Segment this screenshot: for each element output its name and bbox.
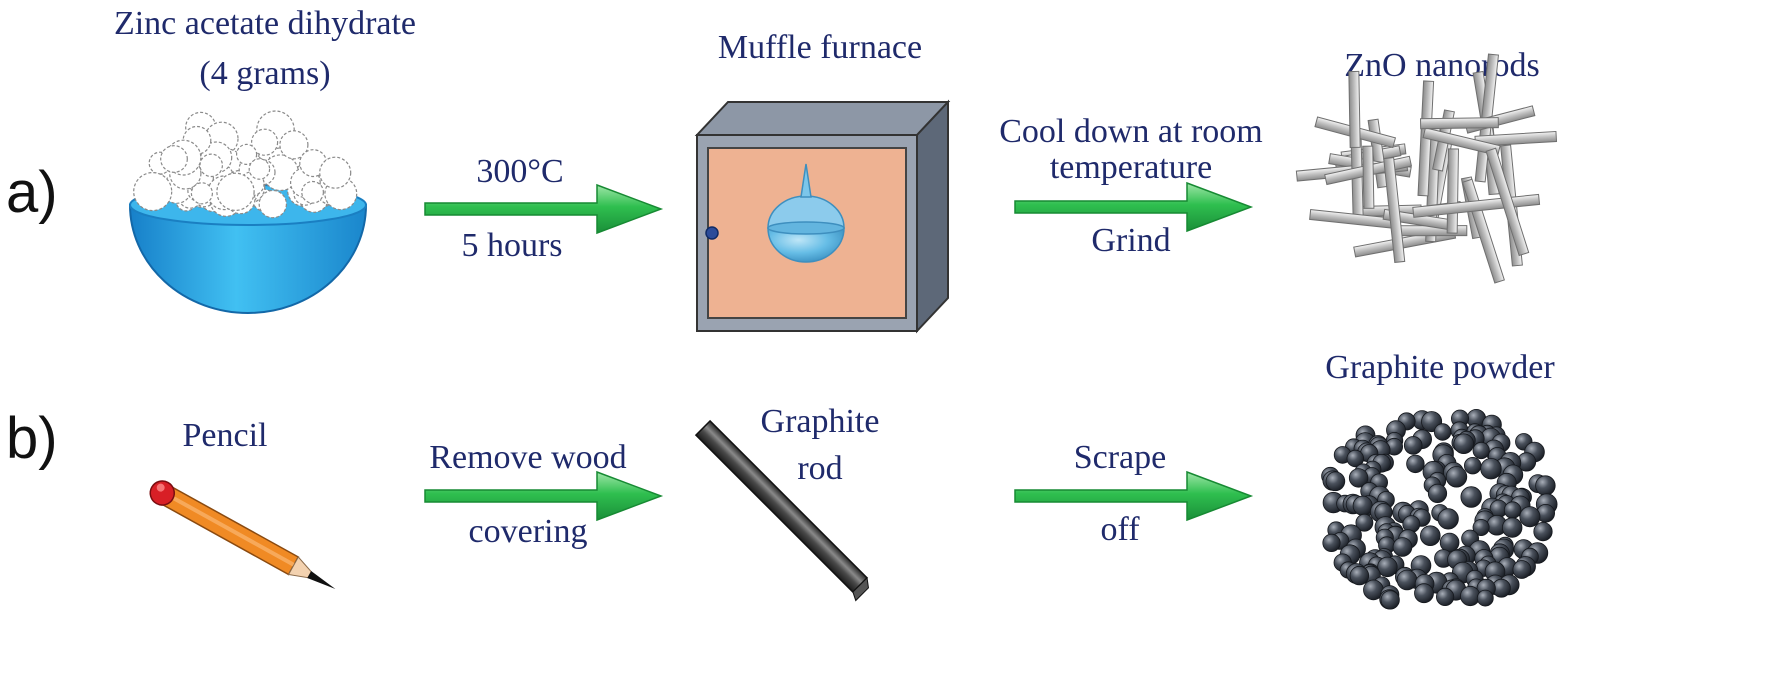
nanorod [1362, 145, 1375, 209]
arrow-a1-top-label: 300°C [476, 153, 563, 190]
arrow-a2-top-label-line2: temperature [1050, 149, 1212, 186]
graphite-particle [1352, 495, 1373, 516]
nanorod [1446, 148, 1459, 234]
arrow-a1-bottom-label: 5 hours [461, 227, 562, 264]
arrow-b1-top-label: Remove wood [429, 439, 626, 476]
powder-clump [236, 143, 258, 165]
graphite-particle [1445, 466, 1468, 488]
graphite-particle [1512, 560, 1532, 579]
graphite-particle [1420, 525, 1441, 546]
arrow-a2-top-label-line1: Cool down at room [999, 113, 1262, 150]
graphite-particle [1396, 569, 1418, 591]
furnace-icon [694, 99, 951, 334]
pencil-label: Pencil [183, 417, 268, 454]
graphite-particle [1348, 468, 1369, 488]
nanorod [1422, 127, 1501, 157]
nanorod [1383, 157, 1406, 263]
arrow-icon [1014, 470, 1254, 522]
powder-clump [190, 182, 213, 205]
powder-clump [160, 145, 188, 173]
graphite-particle [1414, 583, 1434, 604]
pencil-icon [149, 480, 336, 590]
graphite-particle [1433, 423, 1452, 441]
arrow-icon [424, 470, 664, 522]
arrow-icon [424, 183, 664, 235]
graphite-particle [1453, 433, 1474, 455]
graphite-particle [1325, 471, 1346, 492]
powder-clump [258, 189, 287, 219]
graphite-particle [1480, 458, 1502, 480]
nanorod [1420, 117, 1499, 130]
graphite-particle [1355, 513, 1374, 532]
arrow-icon [1014, 181, 1254, 233]
bowl-icon [128, 110, 368, 314]
powder-clump [248, 158, 271, 180]
powder-clump [319, 156, 352, 189]
powder-clump [251, 128, 279, 156]
zno-nanorods-label: ZnO nanorods [1344, 47, 1539, 84]
furnace-knob [705, 226, 719, 240]
graphite-powder-icon [1321, 408, 1558, 610]
crucible-icon [767, 163, 845, 263]
zinc-title-line1: Zinc acetate dihydrate [114, 5, 416, 42]
graphite-particle [1403, 436, 1423, 455]
panel-label-b: b) [6, 406, 58, 471]
graphite-particle [1380, 590, 1400, 610]
arrow-a2-bottom-label: Grind [1091, 222, 1170, 259]
graphite-particle [1436, 587, 1455, 607]
nanorod [1485, 147, 1530, 257]
arrow-b2-bottom-label: off [1100, 511, 1140, 548]
nanorod [1461, 178, 1505, 284]
graphite-particle [1472, 441, 1490, 460]
graphite-particle [1535, 475, 1556, 496]
nanorods-icon [1295, 53, 1558, 284]
powder-clump [199, 153, 223, 178]
powder-clump [133, 172, 173, 212]
graphite-particle [1460, 486, 1482, 508]
arrow-b2-top-label: Scrape [1074, 439, 1167, 476]
graphite-particle [1437, 508, 1459, 530]
graphite-particle [1392, 537, 1413, 557]
graphite-rod-icon [694, 419, 869, 602]
zinc-title-line2: (4 grams) [199, 55, 330, 92]
powder-clump [279, 130, 309, 160]
graphite-particle [1463, 457, 1482, 475]
zinc-powder [133, 110, 358, 219]
furnace-label: Muffle furnace [718, 29, 922, 66]
graphite-particle [1322, 533, 1341, 553]
nanorod [1348, 70, 1361, 148]
graphite-particle [1406, 454, 1425, 474]
graphite-powder-label: Graphite powder [1325, 349, 1555, 386]
graphite-particle [1346, 449, 1365, 468]
graphite-particle [1476, 589, 1494, 607]
graphite-particle [1349, 565, 1370, 586]
powder-clump [301, 180, 325, 204]
arrow-b1-bottom-label: covering [469, 513, 588, 550]
graphite-particle [1439, 532, 1460, 553]
graphite-particle [1472, 519, 1490, 537]
graphite-rod-label-line1: Graphite [761, 403, 880, 440]
graphite-particle [1533, 521, 1553, 542]
graphite-particle [1503, 501, 1522, 519]
powder-clump [216, 172, 255, 211]
graphite-particle [1519, 506, 1541, 528]
graphite-rod-label-line2: rod [797, 450, 842, 487]
panel-label-a: a) [6, 160, 58, 225]
graphite-particle [1501, 517, 1523, 538]
graphite-particle [1427, 483, 1448, 503]
graphite-particle [1460, 585, 1481, 607]
graphite-particle [1377, 556, 1398, 578]
